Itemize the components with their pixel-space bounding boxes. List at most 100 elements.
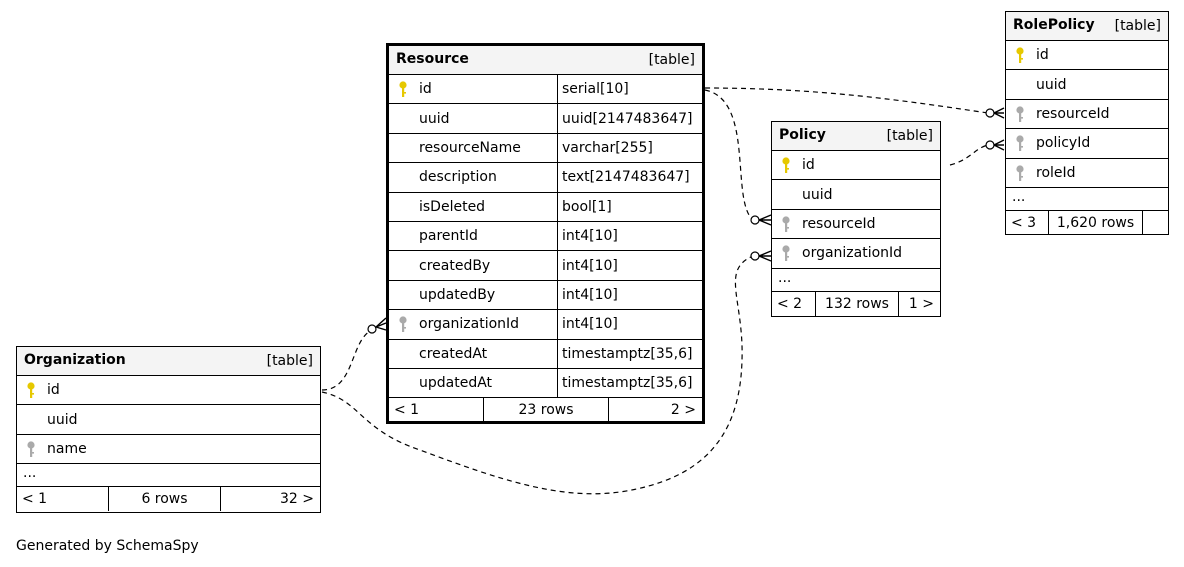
- foreign-key-icon: [780, 244, 792, 262]
- table-header: Organization [table]: [17, 347, 320, 376]
- column-row[interactable]: resourceId: [772, 210, 940, 240]
- edge-end-policy-organizationid: [750, 251, 760, 261]
- table-rolepolicy[interactable]: RolePolicy [table] id uuid resourceId polic…: [1005, 11, 1169, 235]
- column-name: name: [47, 440, 87, 457]
- edge-end-rolepolicy-resourceid: [985, 108, 995, 118]
- foreign-key-icon: [397, 315, 409, 333]
- table-header: RolePolicy [table]: [1006, 12, 1168, 41]
- column-name: createdAt: [419, 345, 488, 362]
- column-row[interactable]: name: [17, 435, 320, 465]
- column-name: id: [1036, 47, 1049, 64]
- column-type: uuid[2147483647]: [562, 110, 693, 127]
- column-name: id: [802, 157, 815, 174]
- table-tag: [table]: [886, 128, 933, 144]
- column-name: uuid: [1036, 76, 1067, 93]
- foreign-key-icon: [1014, 134, 1026, 152]
- parents-count[interactable]: < 3: [1006, 210, 1049, 235]
- column-name: uuid: [419, 110, 450, 127]
- column-name: resourceId: [1036, 105, 1110, 122]
- parents-count[interactable]: < 1: [17, 487, 109, 512]
- column-row[interactable]: uuid: [1006, 70, 1168, 100]
- parents-count[interactable]: < 2: [772, 291, 816, 316]
- column-name: uuid: [802, 186, 833, 203]
- foreign-key-icon: [1014, 164, 1026, 182]
- column-type: timestamptz[35,6]: [562, 375, 693, 392]
- edge-policy-rolepolicy: [949, 144, 989, 166]
- foreign-key-icon: [780, 215, 792, 233]
- column-name: roleId: [1036, 164, 1076, 181]
- column-list: id uuid name: [17, 376, 320, 465]
- row-count: 6 rows: [109, 487, 221, 512]
- edge-end-policy-resourceid: [750, 215, 760, 225]
- column-row[interactable]: resourceId: [1006, 100, 1168, 130]
- column-name: id: [419, 81, 432, 98]
- edge-org-resource: [321, 329, 373, 391]
- column-row[interactable]: uuid uuid[2147483647]: [389, 104, 702, 134]
- column-row[interactable]: id: [1006, 41, 1168, 71]
- column-name: id: [47, 382, 60, 399]
- column-name: parentId: [419, 228, 478, 245]
- table-footer: < 3 1,620 rows: [1006, 210, 1168, 235]
- column-type: serial[10]: [562, 81, 629, 98]
- column-type: text[2147483647]: [562, 169, 690, 186]
- column-row[interactable]: organizationId: [772, 239, 940, 269]
- table-resource[interactable]: Resource [table] id serial[10] uuid uuid[21…: [386, 43, 705, 424]
- column-row[interactable]: id serial[10]: [389, 75, 702, 105]
- column-name: isDeleted: [419, 198, 486, 215]
- column-type: timestamptz[35,6]: [562, 345, 693, 362]
- column-type: varchar[255]: [562, 139, 653, 156]
- generated-by-note: Generated by SchemaSpy: [16, 538, 199, 554]
- column-row[interactable]: description text[2147483647]: [389, 163, 702, 193]
- parents-count[interactable]: < 1: [389, 398, 484, 423]
- edge-resource-rolepolicy: [704, 87, 989, 114]
- column-row[interactable]: resourceName varchar[255]: [389, 133, 702, 164]
- table-title: Organization: [24, 352, 126, 368]
- column-name: createdBy: [419, 257, 491, 274]
- column-row[interactable]: updatedAt timestamptz[35,6]: [389, 368, 702, 399]
- table-header: Resource [table]: [389, 46, 702, 75]
- column-row[interactable]: createdAt timestamptz[35,6]: [389, 339, 702, 369]
- more-columns: ...: [17, 464, 320, 488]
- primary-key-icon: [1014, 46, 1026, 64]
- children-count[interactable]: 32 >: [280, 491, 314, 508]
- column-row[interactable]: policyId: [1006, 129, 1168, 159]
- primary-key-icon: [25, 381, 37, 399]
- column-name: organizationId: [419, 316, 520, 333]
- children-count[interactable]: 1 >: [908, 295, 934, 312]
- edge-resource-policy: [704, 89, 754, 221]
- column-name: description: [419, 169, 497, 186]
- column-name: updatedAt: [419, 375, 493, 392]
- column-name: updatedBy: [419, 286, 496, 303]
- column-row[interactable]: roleId: [1006, 159, 1168, 188]
- edge-end-resource-organizationid: [367, 324, 377, 334]
- table-footer: < 1 23 rows 2 >: [389, 398, 702, 423]
- column-row[interactable]: id: [17, 376, 320, 406]
- primary-key-icon: [397, 80, 409, 98]
- column-name: uuid: [47, 411, 78, 428]
- column-name: policyId: [1036, 135, 1091, 152]
- column-name: resourceName: [419, 139, 521, 156]
- table-tag: [table]: [648, 52, 695, 68]
- table-header: Policy [table]: [772, 122, 940, 151]
- column-list: id uuid resourceId organizationId: [772, 151, 940, 269]
- table-title: RolePolicy: [1013, 17, 1095, 33]
- column-row[interactable]: id: [772, 151, 940, 181]
- column-name: resourceId: [802, 215, 876, 232]
- column-row[interactable]: isDeleted bool[1]: [389, 192, 702, 222]
- column-name: organizationId: [802, 245, 903, 262]
- children-count[interactable]: 2 >: [670, 402, 696, 419]
- table-policy[interactable]: Policy [table] id uuid resourceId organizat…: [771, 121, 941, 317]
- column-type: bool[1]: [562, 198, 612, 215]
- children-count[interactable]: [1143, 211, 1168, 235]
- column-row[interactable]: uuid: [772, 180, 940, 210]
- column-row[interactable]: uuid: [17, 405, 320, 435]
- table-tag: [table]: [1114, 18, 1161, 34]
- table-footer: < 2 132 rows 1 >: [772, 291, 940, 316]
- row-count: 23 rows: [484, 398, 609, 423]
